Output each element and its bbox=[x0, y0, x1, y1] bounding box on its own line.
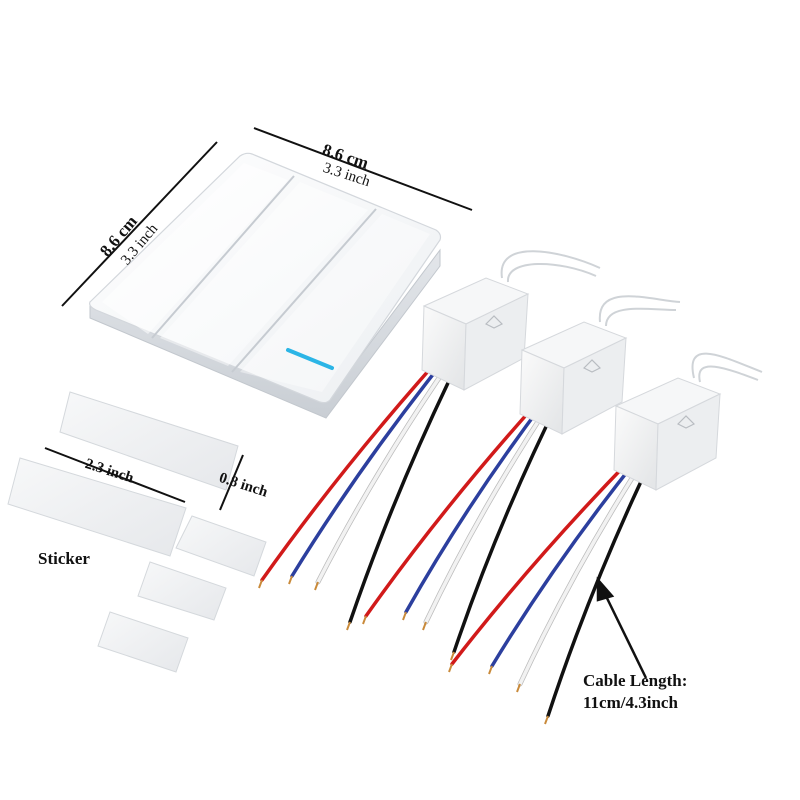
cable-length-label: Cable Length: bbox=[583, 671, 688, 690]
receiver-box-side bbox=[655, 393, 721, 491]
sticker-width-line bbox=[44, 447, 186, 503]
receiver-modules bbox=[258, 250, 763, 725]
wire-tip bbox=[346, 621, 351, 631]
cable-arrow bbox=[596, 576, 648, 679]
antenna-wire bbox=[500, 250, 601, 279]
gang-separator-1 bbox=[151, 175, 295, 339]
receiver-module-2 bbox=[362, 295, 681, 661]
gang-separator-2 bbox=[231, 208, 377, 373]
rocker-button-1 bbox=[102, 163, 288, 334]
wire-tip bbox=[448, 663, 453, 673]
wire-4 bbox=[452, 396, 562, 654]
wire-1 bbox=[260, 358, 440, 582]
cable-length-caption: Cable Length: 11cm/4.3inch bbox=[583, 670, 687, 714]
receiver-module-3 bbox=[448, 352, 763, 725]
sticker-large-2 bbox=[7, 457, 187, 557]
wire-2 bbox=[490, 456, 640, 668]
sticker-label: Sticker bbox=[38, 549, 90, 568]
wire-tip bbox=[488, 665, 493, 675]
sticker-small-3 bbox=[97, 611, 189, 673]
wire-1 bbox=[450, 458, 632, 666]
indicator-light bbox=[286, 348, 334, 370]
receiver-box-side bbox=[561, 337, 627, 435]
rocker-button-2 bbox=[160, 182, 368, 366]
antenna-wire bbox=[691, 352, 763, 379]
width-dimension-line bbox=[253, 127, 473, 211]
receiver-module-1 bbox=[258, 250, 601, 631]
stickers bbox=[7, 391, 267, 673]
switch-panel-face bbox=[89, 152, 442, 404]
receiver-logo-icon bbox=[676, 415, 696, 429]
wire-4 bbox=[348, 352, 464, 624]
cable-length-value: 11cm/4.3inch bbox=[583, 693, 678, 712]
antenna-wire bbox=[506, 262, 597, 283]
height-dimension-line bbox=[61, 141, 218, 307]
sticker-height-line bbox=[219, 454, 244, 511]
wire-3 bbox=[316, 354, 456, 584]
wire-tip bbox=[544, 715, 549, 725]
wire-tip bbox=[314, 581, 319, 591]
wire-tip bbox=[402, 611, 407, 621]
wire-tip bbox=[288, 575, 293, 585]
dimension-lines bbox=[44, 127, 473, 511]
antenna-wire bbox=[598, 295, 681, 323]
wire-3 bbox=[518, 454, 648, 686]
receiver-logo-icon bbox=[484, 315, 504, 329]
antenna-wire bbox=[605, 307, 677, 327]
receiver-logo-icon bbox=[582, 359, 602, 373]
sticker-small-2 bbox=[137, 561, 227, 621]
wall-switch-panel bbox=[89, 152, 442, 419]
wire-tip bbox=[516, 683, 521, 693]
wire-tip bbox=[362, 615, 367, 625]
wire-2 bbox=[404, 400, 546, 614]
antenna-wire bbox=[698, 365, 759, 383]
wire-tip bbox=[258, 579, 263, 589]
wire-4 bbox=[546, 452, 656, 718]
sticker-large-1 bbox=[59, 391, 239, 491]
sticker-small-1 bbox=[175, 515, 267, 577]
wire-tip bbox=[450, 651, 455, 661]
wire-tip bbox=[422, 621, 427, 631]
wire-2 bbox=[290, 356, 448, 578]
rocker-button-3 bbox=[240, 214, 430, 392]
wire-3 bbox=[424, 398, 554, 624]
wire-1 bbox=[364, 402, 538, 618]
